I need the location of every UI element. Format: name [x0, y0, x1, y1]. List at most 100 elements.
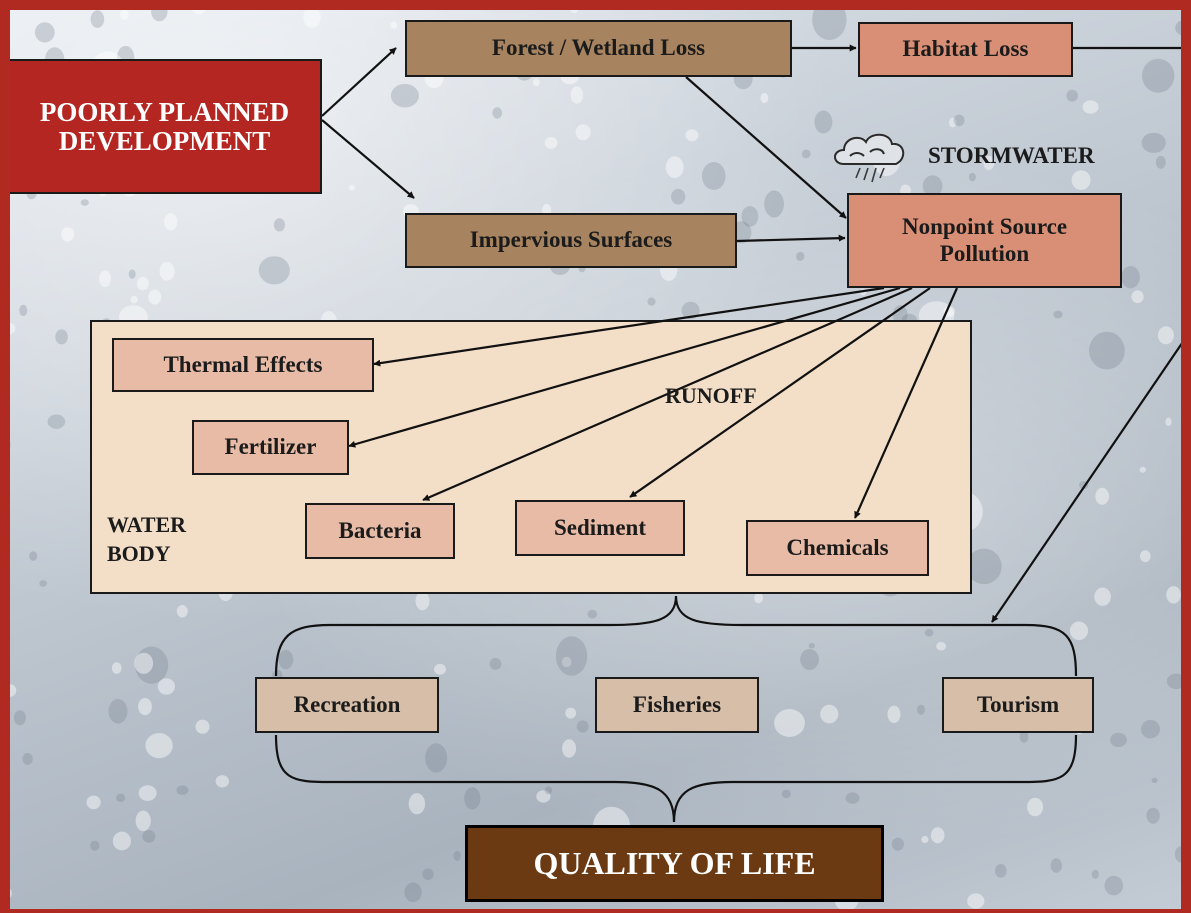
brace-uses-to-quality-of-life [274, 734, 1078, 823]
arrow-nonpoint-to-bacteria [422, 286, 913, 502]
water-droplet [464, 787, 481, 810]
arrow-development-to-impervious [321, 119, 415, 199]
water-droplet [130, 295, 138, 304]
water-droplet [576, 720, 589, 733]
tourism-label: Tourism [976, 691, 1060, 717]
water-droplet [968, 172, 976, 182]
bacteria-label: Bacteria [338, 517, 422, 543]
water-droplet [1095, 487, 1110, 505]
water-droplet [930, 827, 945, 844]
water-droplet [685, 129, 699, 142]
water-droplet [774, 709, 805, 737]
water-droplet [1053, 310, 1063, 319]
water-droplet [544, 136, 558, 149]
water-droplet [29, 551, 38, 561]
habitat-loss-label: Habitat Loss [902, 36, 1029, 62]
water-droplet [1094, 587, 1111, 606]
water-droplet [561, 656, 572, 668]
water-droplet [801, 149, 811, 159]
water-droplet [983, 155, 995, 171]
water-droplet [453, 850, 461, 861]
water-droplet [1141, 719, 1160, 739]
water-droplet [99, 270, 112, 288]
water-droplet [948, 117, 957, 128]
water-droplet [921, 835, 929, 844]
water-droplet [1027, 797, 1044, 817]
water-droplet [13, 710, 26, 726]
water-droplet [565, 707, 577, 719]
arrow-nonpoint-to-sediment [629, 287, 931, 498]
water-droplet [1151, 777, 1158, 783]
arrow-nonpoint-to-chemicals [853, 287, 959, 519]
water-droplet [892, 305, 908, 325]
water-droplet [754, 592, 763, 604]
water-droplet [34, 22, 55, 43]
impervious-surfaces-label: Impervious Surfaces [469, 227, 673, 253]
chemicals-label: Chemicals [786, 534, 889, 560]
arrow-nonpoint-to-thermal [373, 286, 885, 367]
water-droplet [800, 649, 819, 670]
water-droplet [1091, 869, 1099, 879]
impervious-surfaces-box: Impervious Surfaces [405, 213, 737, 268]
water-droplet [665, 156, 684, 179]
water-droplet [349, 184, 355, 191]
water-droplet [845, 792, 860, 804]
water-droplet [570, 86, 584, 104]
water-droplet [157, 678, 175, 695]
water-droplet [55, 329, 68, 345]
water-droplet [1131, 290, 1144, 304]
water-droplet [555, 636, 588, 676]
thermal-effects-label: Thermal Effects [163, 351, 323, 377]
runoff-label: RUNOFF [665, 383, 757, 408]
water-droplet [1165, 417, 1172, 426]
water-droplet [116, 793, 126, 802]
water-droplet [764, 190, 784, 218]
water-droplet [887, 705, 901, 723]
water-droplet [1069, 621, 1089, 641]
water-droplet [936, 641, 946, 651]
water-droplet [533, 78, 540, 87]
water-droplet [995, 864, 1007, 878]
water-droplet [47, 414, 66, 429]
water-droplet [258, 256, 290, 285]
water-droplet [575, 124, 591, 141]
rain-cloud-icon [834, 133, 905, 183]
water-droplet [544, 786, 553, 795]
water-droplet [128, 269, 136, 279]
water-droplet [425, 743, 448, 773]
water-droplet [120, 9, 129, 20]
water-droplet [1050, 858, 1063, 873]
water-droplet [138, 785, 157, 801]
water-droplet [135, 646, 169, 684]
water-droplet [1139, 466, 1147, 473]
water-droplet [164, 213, 178, 231]
water-droplet [1071, 170, 1091, 191]
sediment-label: Sediment [554, 514, 646, 540]
water-droplet [492, 107, 503, 119]
water-droplet [390, 83, 419, 108]
quality-of-life-box: QUALITY OF LIFE [465, 825, 884, 902]
water-droplet [702, 162, 726, 190]
water-droplet [80, 199, 89, 206]
water-droplet [966, 548, 1002, 585]
water-droplet [86, 795, 101, 810]
water-droplet [145, 733, 173, 759]
water-droplet [562, 739, 577, 758]
fertilizer-label: Fertilizer [224, 434, 317, 460]
water-droplet [1155, 155, 1166, 169]
poorly-planned-development-label: POORLY PLANNED DEVELOPMENT [39, 97, 290, 156]
arrow-nonpoint-to-fertilizer [348, 286, 901, 448]
water-droplet [176, 785, 189, 795]
fisheries-label: Fisheries [632, 691, 722, 717]
water-droplet [135, 810, 151, 832]
water-droplet [808, 643, 815, 649]
water-droplet [1082, 100, 1099, 114]
arrow-development-to-forest-loss [321, 47, 397, 117]
water-droplet [1019, 730, 1029, 743]
habitat-loss-box: Habitat Loss [858, 22, 1073, 77]
water-droplet [39, 580, 47, 587]
water-droplet [404, 882, 422, 903]
water-droplet [741, 206, 759, 227]
water-droplet [1110, 732, 1127, 748]
